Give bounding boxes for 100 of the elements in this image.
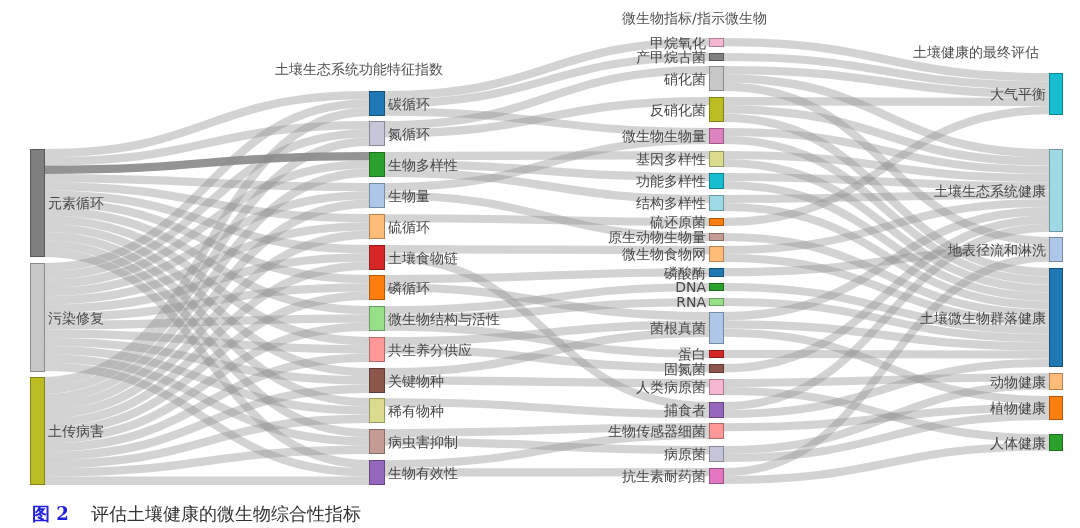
flow-ribbon [384, 320, 710, 346]
node-label: 结构多样性 [636, 195, 706, 211]
flow-ribbon [723, 38, 1050, 82]
node-label: 微生物结构与活性 [388, 310, 500, 327]
figure-caption: 图 2 评估土壤健康的微生物综合性指标 [32, 503, 361, 525]
flow-ribbon [724, 190, 1049, 203]
flow-ribbon [44, 346, 370, 415]
flow-ribbon [44, 414, 370, 469]
node-label: 人体健康 [990, 434, 1046, 451]
flow-ribbon [384, 107, 710, 136]
node-label: 菌根真菌 [650, 320, 706, 336]
node-label: 生物有效性 [388, 464, 458, 481]
flow-ribbon [44, 261, 370, 427]
column-heading: 微生物指标/指示微生物 [622, 10, 767, 26]
node-label: 病原菌 [664, 446, 706, 462]
flow-ribbon [723, 53, 1050, 90]
node-label: 抗生素耐药菌 [622, 468, 706, 484]
node-label: 碳循环 [388, 95, 430, 112]
flow-ribbon [384, 53, 710, 108]
flow-ribbon [44, 445, 370, 477]
flow-ribbon [384, 97, 710, 138]
flow-ribbon [385, 376, 709, 388]
flow-ribbon [723, 151, 1050, 183]
node-label: 生物量 [388, 187, 430, 204]
node-label: 病虫害抑制 [388, 433, 458, 450]
flow-ribbon [723, 328, 1050, 404]
flow-ribbon [384, 322, 710, 358]
flow-ribbon [723, 106, 1050, 226]
flow-ribbon [723, 173, 1050, 191]
flow-ribbon [44, 362, 370, 477]
flow-ribbon [44, 91, 370, 158]
flow-ribbon [384, 168, 710, 204]
flow-ribbon [723, 245, 1050, 277]
node-label: 氮循环 [388, 125, 430, 142]
flow-ribbon [44, 99, 370, 272]
flow-ribbon [384, 431, 710, 469]
node-label: 硫还原菌 [650, 214, 706, 230]
flow-ribbon [45, 476, 369, 485]
flow-ribbon [44, 152, 370, 174]
flow-ribbon [384, 66, 710, 130]
node-label: 土壤生态系统健康 [934, 182, 1046, 199]
node-label: RNA [676, 294, 706, 310]
flow-ribbon [44, 129, 370, 280]
node-label: 固氮菌 [664, 360, 706, 377]
flow-ribbon [385, 151, 709, 161]
flow-ribbon [723, 74, 1050, 158]
flow-ribbon [723, 358, 1050, 418]
flow-ribbon [723, 105, 1050, 166]
node-label: 微生物生物量 [622, 128, 706, 144]
node-label: 稀有物种 [388, 402, 444, 419]
node-label: 磷酸酶 [664, 264, 706, 281]
flow-ribbon [44, 198, 370, 284]
node-label: 磷循环 [388, 279, 430, 296]
column-heading: 土壤生态系统功能特征指数 [275, 61, 443, 77]
node-label: 功能多样性 [636, 173, 706, 189]
flow-ribbon [44, 190, 370, 254]
flow-ribbon [723, 181, 1050, 301]
node-label: DNA [675, 279, 706, 295]
node-label: 污染修复 [48, 309, 104, 326]
node-label: 生物多样性 [388, 156, 458, 173]
flow-ribbon [44, 121, 370, 166]
flow-ribbon [723, 66, 1050, 98]
node-label: 产甲烷古菌 [636, 49, 706, 65]
node-label: 捕食者 [664, 402, 706, 418]
node-label: 动物健康 [990, 373, 1046, 390]
flow-ribbon [384, 398, 710, 418]
flow-ribbon [384, 437, 710, 455]
node-label: 微生物食物网 [622, 246, 706, 262]
flow-ribbon [723, 283, 1050, 334]
flow-ribbon [44, 248, 370, 469]
flow-ribbon [44, 253, 370, 313]
flow-ribbon [44, 223, 370, 377]
flow-ribbon [44, 215, 370, 346]
flow-ribbon [723, 404, 1050, 432]
flow-ribbon [723, 320, 1050, 351]
node-label: 土壤微生物群落健康 [920, 309, 1046, 326]
flow-ribbon [44, 199, 370, 411]
node-label: 甲烷氧化 [650, 34, 706, 51]
flow-ribbon [723, 233, 1050, 318]
flow-ribbon [723, 253, 1050, 476]
node-label: 原生动物生物量 [608, 229, 706, 245]
node-label: 地表径流和淋洗 [948, 241, 1046, 258]
flow-ribbon [384, 283, 710, 315]
flow-ribbon [384, 328, 710, 377]
flow-ribbon [385, 245, 709, 255]
flow-ribbon [723, 198, 1050, 254]
flow-ribbon [723, 136, 1050, 285]
flow-ribbon [723, 223, 1050, 410]
node-label: 元素循环 [48, 195, 104, 211]
node-label: 蛋白 [678, 346, 706, 362]
flow-ribbon [723, 82, 1050, 246]
flow-ribbon [723, 298, 1050, 343]
flow-ribbon [724, 373, 1049, 387]
node-label: 基因多样性 [636, 151, 706, 167]
flow-ribbon [385, 423, 709, 438]
flow-ribbon [384, 191, 710, 241]
flow-ribbon [385, 468, 709, 477]
flow-ribbon [724, 97, 1049, 107]
flow-ribbon [723, 412, 1050, 462]
flow-ribbon [44, 329, 370, 354]
